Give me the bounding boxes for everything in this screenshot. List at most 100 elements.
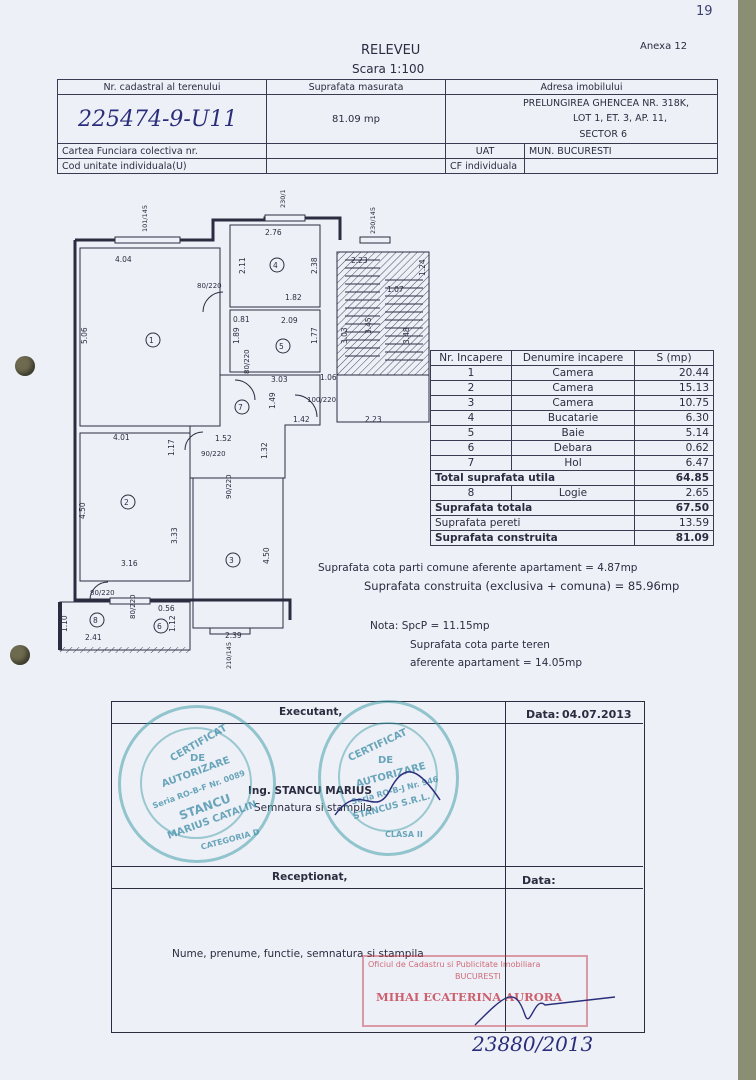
door-label: 90/220 [201,450,226,458]
address-line-1: PRELUNGIREA GHENCEA NR. 318K, [445,94,718,112]
total-label: Suprafata totala [430,500,635,516]
room-label-6: 6 [157,622,162,631]
room-nr: 7 [430,455,512,471]
room-nr: 6 [430,440,512,456]
room-name: Camera [511,365,635,381]
page-number: 19 [696,4,713,19]
cod-unitate-label: Cod unitate individuala(U) [57,158,267,174]
room-nr: 1 [430,365,512,381]
dim-label: 4.50 [262,547,271,564]
dim-label: 4.01 [113,433,130,442]
data-label: Data: [526,708,560,721]
door-label: 80/220 [243,349,251,374]
dim-label: 2.38 [310,257,319,274]
dim-label: 1.07 [387,285,404,294]
dim-label: 3.03 [271,375,288,384]
dim-label: 1.42 [293,415,310,424]
dim-label: 3.48 [402,327,411,344]
note-cota-teren-2: aferente apartament = 14.05mp [410,657,582,669]
room-label-4: 4 [273,261,278,270]
room-area: 15.13 [634,380,714,396]
rooms-header-name: Denumire incapere [511,350,635,366]
pereti-value: 13.59 [634,515,714,531]
room-name: Camera [511,395,635,411]
dim-label: 1.24 [418,259,427,276]
dim-label: 3.45 [364,317,373,334]
round-stamp-inner [140,727,252,839]
room-label-3: 3 [229,556,234,565]
rooms-header-area: S (mp) [634,350,714,366]
address-line-3: SECTOR 6 [445,126,718,144]
dim-label: 1.52 [215,434,232,443]
dim-label: 1.06 [320,373,337,382]
dim-label: 1.17 [167,439,176,456]
dim-label: 2.39 [225,631,242,640]
room-name: Logie [511,485,635,501]
dim-label: 2.41 [85,633,102,642]
executant-label: Executant, [279,706,343,718]
cf-individuala-label: CF individuala [445,158,525,174]
nume-line: Nume, prenume, functie, semnatura si sta… [172,948,424,960]
room-name: Camera [511,380,635,396]
scale-label: Scara 1:100 [352,62,425,76]
room-name: Hol [511,455,635,471]
handwritten-number: 23880/2013 [472,1032,594,1056]
door-label: 90/220 [225,474,233,499]
round-stamp-inner [338,722,438,832]
total-value: 67.50 [634,500,714,516]
room-nr: 3 [430,395,512,411]
data-value: 04.07.2013 [562,708,632,721]
room-name: Bucatarie [511,410,635,426]
room-area: 0.62 [634,440,714,456]
room-name: Baie [511,425,635,441]
dim-label: 0.56 [158,604,175,613]
punch-hole [15,356,35,376]
total-util-label: Total suprafata utila [430,470,635,486]
document-page: 19 Anexa 12 RELEVEU Scara 1:100 Nr. cada… [0,0,738,1080]
uat-label: UAT [445,143,525,159]
dim-label: 1.77 [310,327,319,344]
dim-label: 3.03 [340,327,349,344]
dim-label: 2.23 [351,256,368,265]
col-area-label: Suprafata masurata [266,79,446,95]
room-label-1: 1 [149,336,154,345]
floor-plan: 1 2 3 4 5 6 7 8 4.04 5.06 2.76 2.11 2.38… [58,190,430,669]
window-label: 101/145 [141,205,149,232]
punch-hole [10,645,30,665]
room-label-2: 2 [124,498,129,507]
document-title: RELEVEU [361,43,421,58]
window-label: 230/145 [369,207,377,234]
window-label: 210/145 [225,642,233,669]
signature-executant [334,771,441,816]
round-stamp [318,700,459,856]
data2-label: Data: [522,874,556,887]
door-label: 80/220 [90,589,115,597]
room-nr: 2 [430,380,512,396]
receptionat-label: Receptionat, [272,871,348,883]
window-label: 230/145 [279,190,287,208]
door-label: 80/220 [197,282,222,290]
room-area: 5.14 [634,425,714,441]
dim-label: 4.04 [115,255,132,264]
dim-label: 3.33 [170,527,179,544]
stamp-text: CLASA II [385,830,423,839]
note-spcp: Nota: SpcP = 11.15mp [370,620,490,632]
dim-label: 2.23 [365,415,382,424]
room-name: Debara [511,440,635,456]
office-stamp-name: MIHAI ECATERINA AURORA [376,990,563,1004]
dim-label: 0.81 [233,315,250,324]
dim-label: 3.16 [121,559,138,568]
office-stamp [362,955,588,1027]
dim-label: 2.09 [281,316,298,325]
total-util-value: 64.85 [634,470,714,486]
room-area: 20.44 [634,365,714,381]
